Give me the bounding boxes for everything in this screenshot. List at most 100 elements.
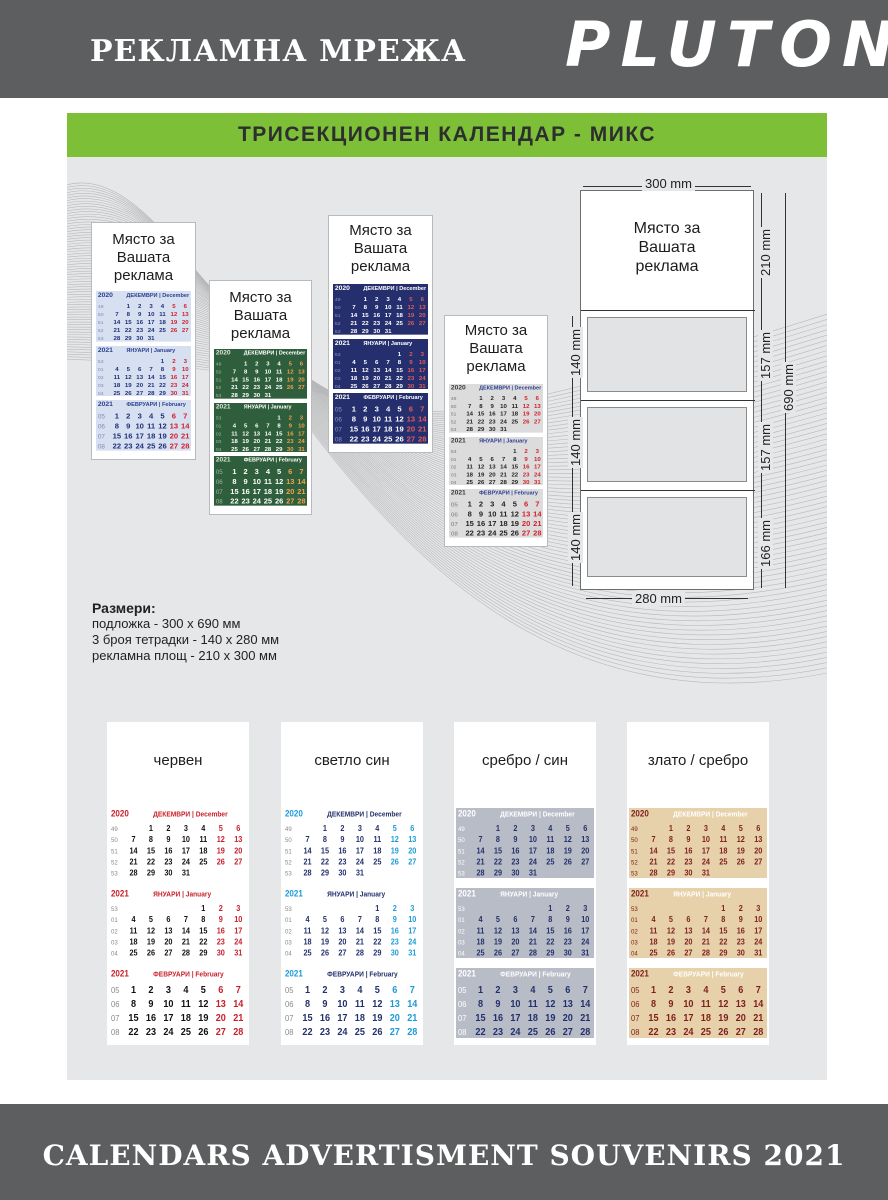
calendar-day: 14 — [385, 368, 392, 374]
week-number: 08 — [285, 1028, 294, 1037]
calendar-day: 5 — [127, 367, 131, 373]
calendar-day: 16 — [217, 926, 225, 935]
calendar-day: 8 — [651, 999, 657, 1011]
week-number: 05 — [631, 986, 640, 995]
calendar-day: 9 — [219, 915, 223, 924]
dim-pad-height-2: 140 mm — [567, 417, 583, 468]
dim-pad-height-1: 140 mm — [567, 327, 583, 378]
dim-total-height: 690 mm — [780, 362, 796, 413]
calendar-day: 23 — [408, 376, 415, 382]
calendar-day: 7 — [149, 367, 153, 373]
calendar-day: 15 — [302, 1013, 313, 1025]
week-number: 01 — [216, 423, 222, 429]
month-year: 2020 — [335, 285, 350, 292]
week-number: 02 — [285, 928, 292, 935]
calendar-day: 28 — [466, 427, 474, 432]
calendar-day: 6 — [410, 823, 414, 832]
calendar-day: 23 — [320, 1027, 330, 1038]
week-number: 06 — [631, 1000, 640, 1009]
ad-label-line: Вашата — [353, 240, 408, 257]
calendar-day: 29 — [125, 336, 132, 342]
calendar-day: 14 — [356, 926, 365, 935]
week-number: 02 — [111, 928, 118, 935]
calendar-day: 7 — [651, 835, 655, 844]
month-name: ФЕВРУАРИ | February — [500, 971, 571, 978]
calendar-day: 25 — [719, 857, 728, 866]
calendar-day: 2 — [166, 823, 170, 832]
calendar-day: 8 — [548, 915, 553, 924]
calendar-day: 29 — [396, 384, 403, 390]
calendar-day: 7 — [358, 915, 362, 924]
calendar-day: 16 — [287, 431, 294, 437]
calendar-day: 20 — [182, 320, 189, 326]
calendar-day: 26 — [287, 385, 294, 391]
calendar-day: 4 — [703, 985, 709, 997]
calendar-day: 19 — [287, 377, 294, 383]
week-number: 50 — [451, 404, 457, 410]
calendar-day: 11 — [396, 305, 403, 311]
calendar-day: 2 — [524, 449, 527, 455]
calendar-day: 11 — [650, 926, 658, 935]
calendar-day: 7 — [386, 360, 390, 366]
calendar-day: 2 — [219, 903, 223, 912]
ad-label-line: реклама — [113, 267, 174, 284]
calendar-day: 25 — [499, 529, 507, 538]
month-name: ДЕКЕМВРИ | December — [244, 351, 305, 357]
calendar-day: 5 — [375, 985, 381, 997]
dim-section-height-1: 157 mm — [757, 330, 773, 381]
calendar-day: 10 — [298, 423, 305, 429]
week-number: 02 — [216, 431, 222, 437]
calendar-day: 30 — [373, 329, 380, 335]
calendar-day: 10 — [534, 457, 541, 463]
calendar-day: 4 — [161, 304, 165, 310]
calendar-day: 27 — [216, 1027, 226, 1038]
calendar-day: 19 — [125, 383, 132, 389]
calendar-day: 25 — [181, 1027, 192, 1038]
calendar-day: 1 — [669, 823, 674, 832]
calendar-day: 3 — [184, 359, 188, 365]
calendar-day: 31 — [148, 336, 155, 342]
calendar-day: 10 — [683, 999, 693, 1011]
calendar-day: 8 — [131, 999, 137, 1011]
calendar-day: 5 — [393, 823, 398, 832]
calendar-day: 4 — [115, 367, 119, 373]
dim-pad-height-3: 140 mm — [567, 512, 583, 563]
calendar-day: 24 — [337, 1027, 348, 1038]
calendar-day: 2 — [375, 297, 379, 303]
calendar-day: 3 — [300, 415, 304, 421]
calendar-day: 27 — [373, 384, 380, 390]
calendar-day: 24 — [182, 383, 189, 389]
calendar-day: 25 — [147, 442, 155, 451]
calendar-day: 7 — [535, 500, 539, 509]
calendar-day: 24 — [148, 328, 155, 334]
calendar-day: 16 — [146, 1013, 156, 1025]
week-number: 49 — [111, 826, 118, 833]
dim-section-height-2: 157 mm — [757, 422, 773, 473]
month-name: ДЕКЕМВРИ | December — [126, 293, 190, 299]
calendar-day: 16 — [136, 320, 143, 326]
calendar-day: 7 — [131, 835, 135, 844]
calendar-day: 21 — [231, 385, 238, 391]
calendar-day: 5 — [364, 360, 368, 366]
calendar-day: 10 — [488, 510, 496, 519]
week-number: 06 — [335, 417, 343, 424]
calendar-day: 16 — [408, 368, 415, 374]
calendar-day: 2 — [686, 823, 690, 832]
calendar-day: 29 — [373, 948, 381, 957]
calendar-day: 5 — [669, 915, 674, 924]
calendar-day: 30 — [136, 336, 143, 342]
calendar-day: 13 — [390, 999, 400, 1011]
month-name: ФЕВРУАРИ | February — [327, 971, 398, 978]
month-name: ДЕКЕМВРИ | December — [500, 811, 575, 818]
calendar-day: 25 — [355, 1027, 366, 1038]
calendar-day: 8 — [161, 367, 165, 373]
calendar-day: 16 — [171, 375, 178, 381]
calendar-day: 2 — [491, 396, 494, 402]
